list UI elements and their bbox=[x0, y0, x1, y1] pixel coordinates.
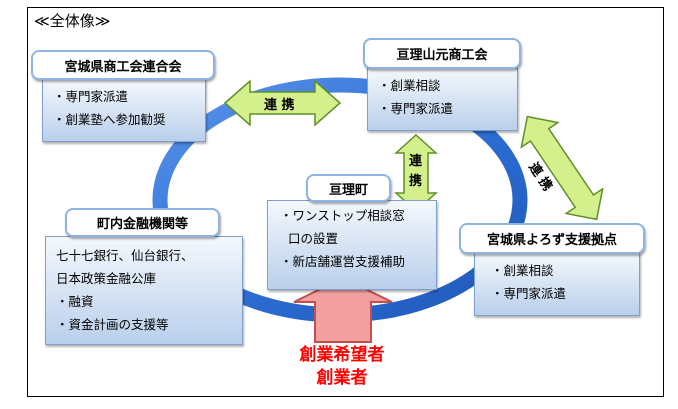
watari-town-box: ・ワンストップ相談窓 口の設置 ・新店舗運営支援補助 bbox=[267, 200, 437, 290]
watari-town-item: ・新店舗運営支援補助 bbox=[280, 254, 406, 269]
miyagi-federation-item: ・専門家派遣 bbox=[53, 89, 129, 104]
applicant-label-founder: 創業者 bbox=[316, 368, 368, 388]
yorozu-header: 宮城県よろず支援拠点 bbox=[459, 223, 645, 254]
watari-town-item: 口の設置 bbox=[288, 231, 339, 246]
miyagi-federation-box: ・専門家派遣 ・創業塾へ参加勧奨 bbox=[42, 79, 206, 142]
link-label-center-2: 携 bbox=[409, 174, 423, 189]
financial-item: ・融資 bbox=[56, 294, 94, 309]
yorozu-item: ・専門家派遣 bbox=[491, 286, 567, 301]
link-arrow-left bbox=[223, 79, 342, 127]
applicant-labels: 創業希望者 創業者 bbox=[272, 344, 412, 390]
watari-town-item: ・ワンストップ相談窓 bbox=[280, 208, 405, 223]
yorozu-item: ・創業相談 bbox=[491, 263, 554, 278]
financial-item: 七十七銀行、仙台銀行、 bbox=[56, 248, 194, 263]
financial-item: ・資金計画の支援等 bbox=[56, 317, 169, 332]
miyagi-federation-header: 宮城県商工会連合会 bbox=[31, 50, 215, 80]
financial-box: 七十七銀行、仙台銀行、 日本政策金融公庫 ・融資 ・資金計画の支援等 bbox=[45, 236, 243, 345]
watari-yamamoto-item: ・創業相談 bbox=[378, 78, 441, 93]
applicant-label-prospective: 創業希望者 bbox=[299, 345, 385, 365]
miyagi-federation-item: ・創業塾へ参加勧奨 bbox=[53, 112, 166, 127]
financial-item: 日本政策金融公庫 bbox=[56, 271, 157, 286]
link-arrow-right bbox=[520, 115, 604, 221]
applicant-arrow bbox=[293, 276, 393, 343]
diagram-title: ≪全体像≫ bbox=[34, 12, 111, 30]
financial-header: 町内金融機関等 bbox=[65, 208, 220, 237]
watari-yamamoto-box: ・創業相談 ・専門家派遣 bbox=[367, 68, 518, 131]
yorozu-box: ・創業相談 ・専門家派遣 bbox=[474, 252, 640, 316]
link-label-left: 連 携 bbox=[264, 98, 295, 113]
link-label-center-1: 連 bbox=[409, 154, 423, 169]
watari-yamamoto-header: 亘理山元商工会 bbox=[363, 38, 521, 69]
diagram-frame bbox=[27, 7, 664, 397]
watari-town-header: 亘理町 bbox=[306, 174, 391, 202]
watari-yamamoto-item: ・専門家派遣 bbox=[378, 101, 454, 116]
